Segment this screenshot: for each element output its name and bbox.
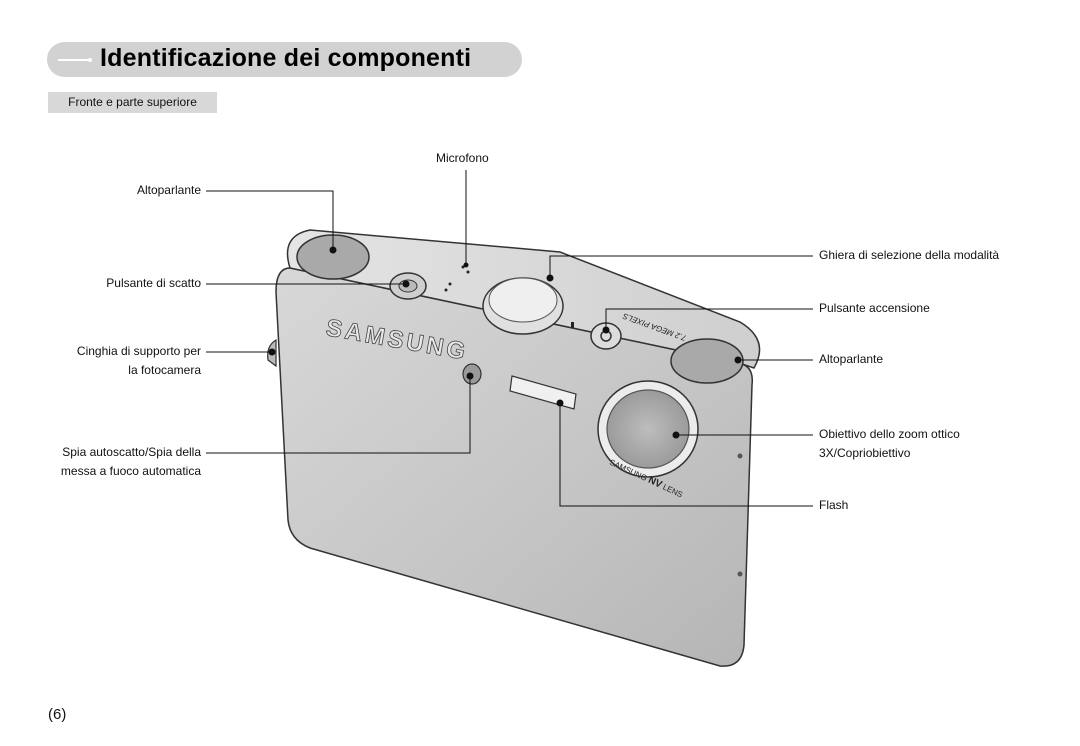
page-title: Identificazione dei componenti — [100, 44, 472, 72]
microphone-holes — [444, 288, 448, 292]
label-speaker-left: Altoparlante — [136, 183, 201, 197]
label-lens-1: Obiettivo dello zoom ottico — [819, 427, 960, 441]
label-strap-2: la fotocamera — [128, 363, 201, 377]
label-flash: Flash — [819, 498, 849, 512]
label-af-lamp-1: Spia autoscatto/Spia della — [62, 445, 201, 459]
label-strap-1: Cinghia di supporto per — [76, 344, 201, 358]
title-bar — [47, 42, 522, 77]
callout-power — [605, 308, 813, 330]
label-power: Pulsante accensione — [819, 301, 930, 315]
page-number: (6) — [48, 706, 67, 723]
label-microphone: Microfono — [436, 151, 489, 165]
callout-flash — [559, 403, 813, 507]
camera-body — [275, 267, 754, 667]
lens-brand-2: NV — [646, 475, 664, 491]
label-shutter: Pulsante di scatto — [106, 276, 201, 290]
callout-speaker-left — [206, 190, 334, 250]
speaker-right — [670, 338, 744, 384]
label-af-lamp-2: messa a fuoco automatica — [60, 464, 201, 478]
lens — [606, 389, 690, 469]
label-mode-dial: Ghiera di selezione della modalità — [819, 248, 1000, 262]
callout-af-lamp — [206, 376, 471, 454]
callout-mode-dial — [549, 255, 813, 278]
label-lens-2: 3X/Copriobiettivo — [819, 446, 911, 460]
section-label: Fronte e parte superiore — [48, 92, 217, 113]
title-bullet-icon — [58, 58, 92, 62]
label-speaker-right: Altoparlante — [819, 352, 884, 366]
